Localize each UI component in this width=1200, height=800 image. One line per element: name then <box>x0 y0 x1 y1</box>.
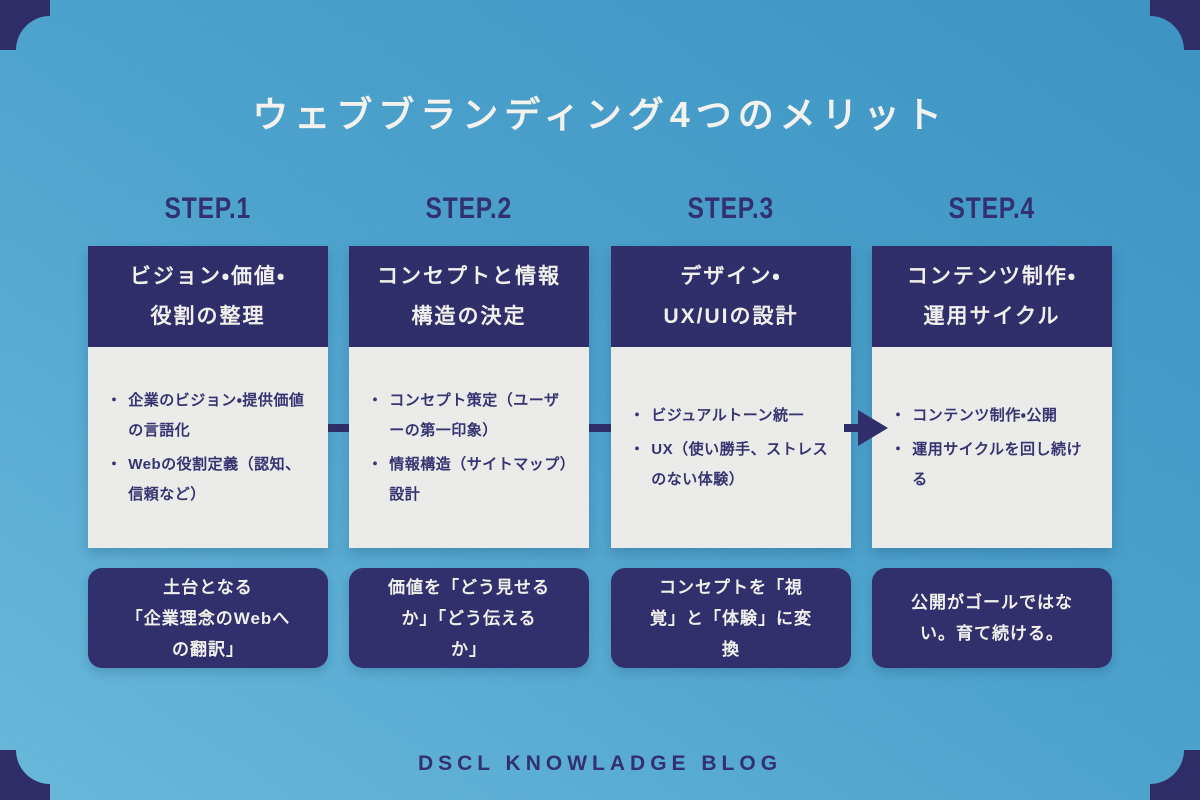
bullet-item: 企業のビジョン・提供価値の言語化 <box>105 386 311 446</box>
card-header-line: デザイン・ <box>680 264 782 288</box>
summary-box-2: 価値を「どう見せる か」「どう伝える か」 <box>349 568 589 668</box>
bullet-list: 企業のビジョン・提供価値の言語化 Webの役割定義（認知、信頼など） <box>105 382 311 514</box>
step-card-3: デザイン・ UX/UIの設計 ビジュアルトーン統一 UX（使い勝手、ストレスのな… <box>611 246 851 548</box>
page-title: ウェブブランディング4つのメリット <box>252 94 948 135</box>
summary-line: コンセプトを「視 <box>659 577 803 597</box>
step-card-body: コンテンツ制作・公開 運用サイクルを回し続ける <box>872 347 1112 548</box>
step-label-text: STEP.2 <box>425 192 513 225</box>
bullet-item: コンセプト策定（ユーザーの第一印象） <box>366 386 572 446</box>
card-header-line: ビジョン・価値・ <box>129 264 287 288</box>
bullet-list: コンテンツ制作・公開 運用サイクルを回し続ける <box>889 397 1095 499</box>
step-card-body: 企業のビジョン・提供価値の言語化 Webの役割定義（認知、信頼など） <box>88 347 328 548</box>
summary-line: 公開がゴールではな <box>911 593 1073 612</box>
summary-line: 覚」と「体験」に変 <box>650 608 812 628</box>
summary-line: 価値を「どう見せる <box>388 577 550 597</box>
summary-box-1: 土台となる 「企業理念のWebへ の翻訳」 <box>88 568 328 668</box>
summary-line: 換 <box>722 639 740 659</box>
step-label-text: STEP.1 <box>164 192 252 225</box>
step-card-1: ビジョン・価値・ 役割の整理 企業のビジョン・提供価値の言語化 Webの役割定義… <box>88 246 328 548</box>
step-card-4: コンテンツ制作・ 運用サイクル コンテンツ制作・公開 運用サイクルを回し続ける <box>872 246 1112 548</box>
summary-line: 土台となる <box>163 577 253 597</box>
card-header-line: 役割の整理 <box>150 304 266 328</box>
bullet-item: UX（使い勝手、ストレスのない体験） <box>628 435 834 495</box>
bullet-item: Webの役割定義（認知、信頼など） <box>105 450 311 510</box>
bullet-item: ビジュアルトーン統一 <box>628 401 834 431</box>
step-card-header: コンテンツ制作・ 運用サイクル <box>872 246 1112 347</box>
card-header-line: 運用サイクル <box>923 304 1061 328</box>
flow-arrow-icon <box>844 408 892 448</box>
summary-line: か」 <box>451 639 487 659</box>
card-header-line: 構造の決定 <box>411 304 527 328</box>
summary-line: か」「どう伝える <box>401 608 537 628</box>
step-card-header: コンセプトと情報 構造の決定 <box>349 246 589 347</box>
summary-box-4: 公開がゴールではな い。育て続ける。 <box>872 568 1112 668</box>
card-header-line: UX/UIの設計 <box>663 304 799 328</box>
bullet-item: 運用サイクルを回し続ける <box>889 435 1095 495</box>
summary-box-3: コンセプトを「視 覚」と「体験」に変 換 <box>611 568 851 668</box>
step-label-1: STEP.1 <box>88 192 328 226</box>
corner-bracket-bottom-right <box>1150 750 1200 800</box>
bullet-item: 情報構造（サイトマップ）設計 <box>366 450 572 510</box>
step-label-2: STEP.2 <box>349 192 589 226</box>
summary-line: の翻訳」 <box>172 639 244 659</box>
step-label-4: STEP.4 <box>872 192 1112 226</box>
card-header-line: コンテンツ制作・ <box>906 264 1078 288</box>
step-card-body: コンセプト策定（ユーザーの第一印象） 情報構造（サイトマップ）設計 <box>349 347 589 548</box>
footer-blog-name: DSCL KNOWLADGE BLOG <box>417 752 783 775</box>
step-card-body: ビジュアルトーン統一 UX（使い勝手、ストレスのない体験） <box>611 347 851 548</box>
bullet-list: ビジュアルトーン統一 UX（使い勝手、ストレスのない体験） <box>628 397 834 499</box>
card-header-line: コンセプトと情報 <box>377 264 561 288</box>
corner-bracket-top-left <box>0 0 50 50</box>
corner-bracket-bottom-left <box>0 750 50 800</box>
corner-bracket-top-right <box>1150 0 1200 50</box>
step-label-3: STEP.3 <box>611 192 851 226</box>
step-card-header: デザイン・ UX/UIの設計 <box>611 246 851 347</box>
summary-line: い。育て続ける。 <box>920 624 1064 643</box>
bullet-item: コンテンツ制作・公開 <box>889 401 1095 431</box>
summary-line: 「企業理念のWebへ <box>125 608 291 628</box>
step-label-text: STEP.3 <box>687 192 775 225</box>
bullet-list: コンセプト策定（ユーザーの第一印象） 情報構造（サイトマップ）設計 <box>366 382 572 514</box>
step-label-text: STEP.4 <box>948 192 1036 225</box>
step-card-header: ビジョン・価値・ 役割の整理 <box>88 246 328 347</box>
step-card-2: コンセプトと情報 構造の決定 コンセプト策定（ユーザーの第一印象） 情報構造（サ… <box>349 246 589 548</box>
